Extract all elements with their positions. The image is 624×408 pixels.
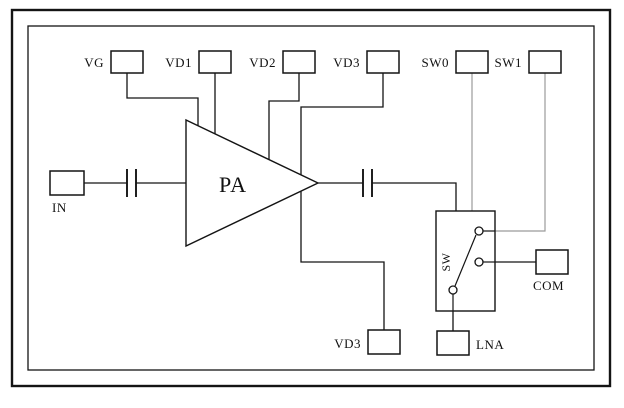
label-sw1: SW1 — [495, 55, 523, 70]
pad-sw1 — [528, 50, 562, 74]
label-com: COM — [533, 278, 564, 293]
label-in: IN — [52, 200, 67, 215]
pad-vd3-bottom — [367, 329, 401, 355]
switch-pole-circle — [448, 285, 458, 295]
pad-vd1 — [198, 50, 232, 74]
label-vd2: VD2 — [249, 55, 276, 70]
switch-throw2-circle — [474, 257, 484, 267]
pad-vd2 — [282, 50, 316, 74]
label-lna: LNA — [476, 337, 504, 352]
output-capacitor — [362, 169, 373, 197]
pa-label: PA — [219, 172, 247, 197]
pad-in — [49, 170, 85, 196]
wire-vg — [126, 73, 199, 126]
wire-cap-to-switch — [372, 182, 457, 211]
label-sw0: SW0 — [422, 55, 450, 70]
label-vd1: VD1 — [165, 55, 192, 70]
wire-vd2 — [268, 73, 300, 160]
chip-inner-border — [27, 25, 595, 371]
pa-amplifier-triangle — [185, 118, 320, 248]
label-vd3-bottom: VD3 — [334, 336, 361, 351]
switch-throw1-circle — [474, 226, 484, 236]
label-vd3-top: VD3 — [333, 55, 360, 70]
pad-lna — [436, 330, 470, 356]
pad-vd3-top — [366, 50, 400, 74]
label-vg: VG — [84, 55, 104, 70]
wire-sw1 — [495, 73, 546, 232]
input-capacitor — [126, 169, 137, 197]
pad-com — [535, 249, 569, 275]
chip-outer-border — [10, 8, 612, 388]
switch-label: SW — [439, 252, 453, 271]
wire-vd3-top — [300, 73, 384, 175]
pad-sw0 — [455, 50, 489, 74]
wire-vd3-bottom — [300, 191, 385, 330]
pad-vg — [110, 50, 144, 74]
switch-arm — [454, 234, 477, 287]
